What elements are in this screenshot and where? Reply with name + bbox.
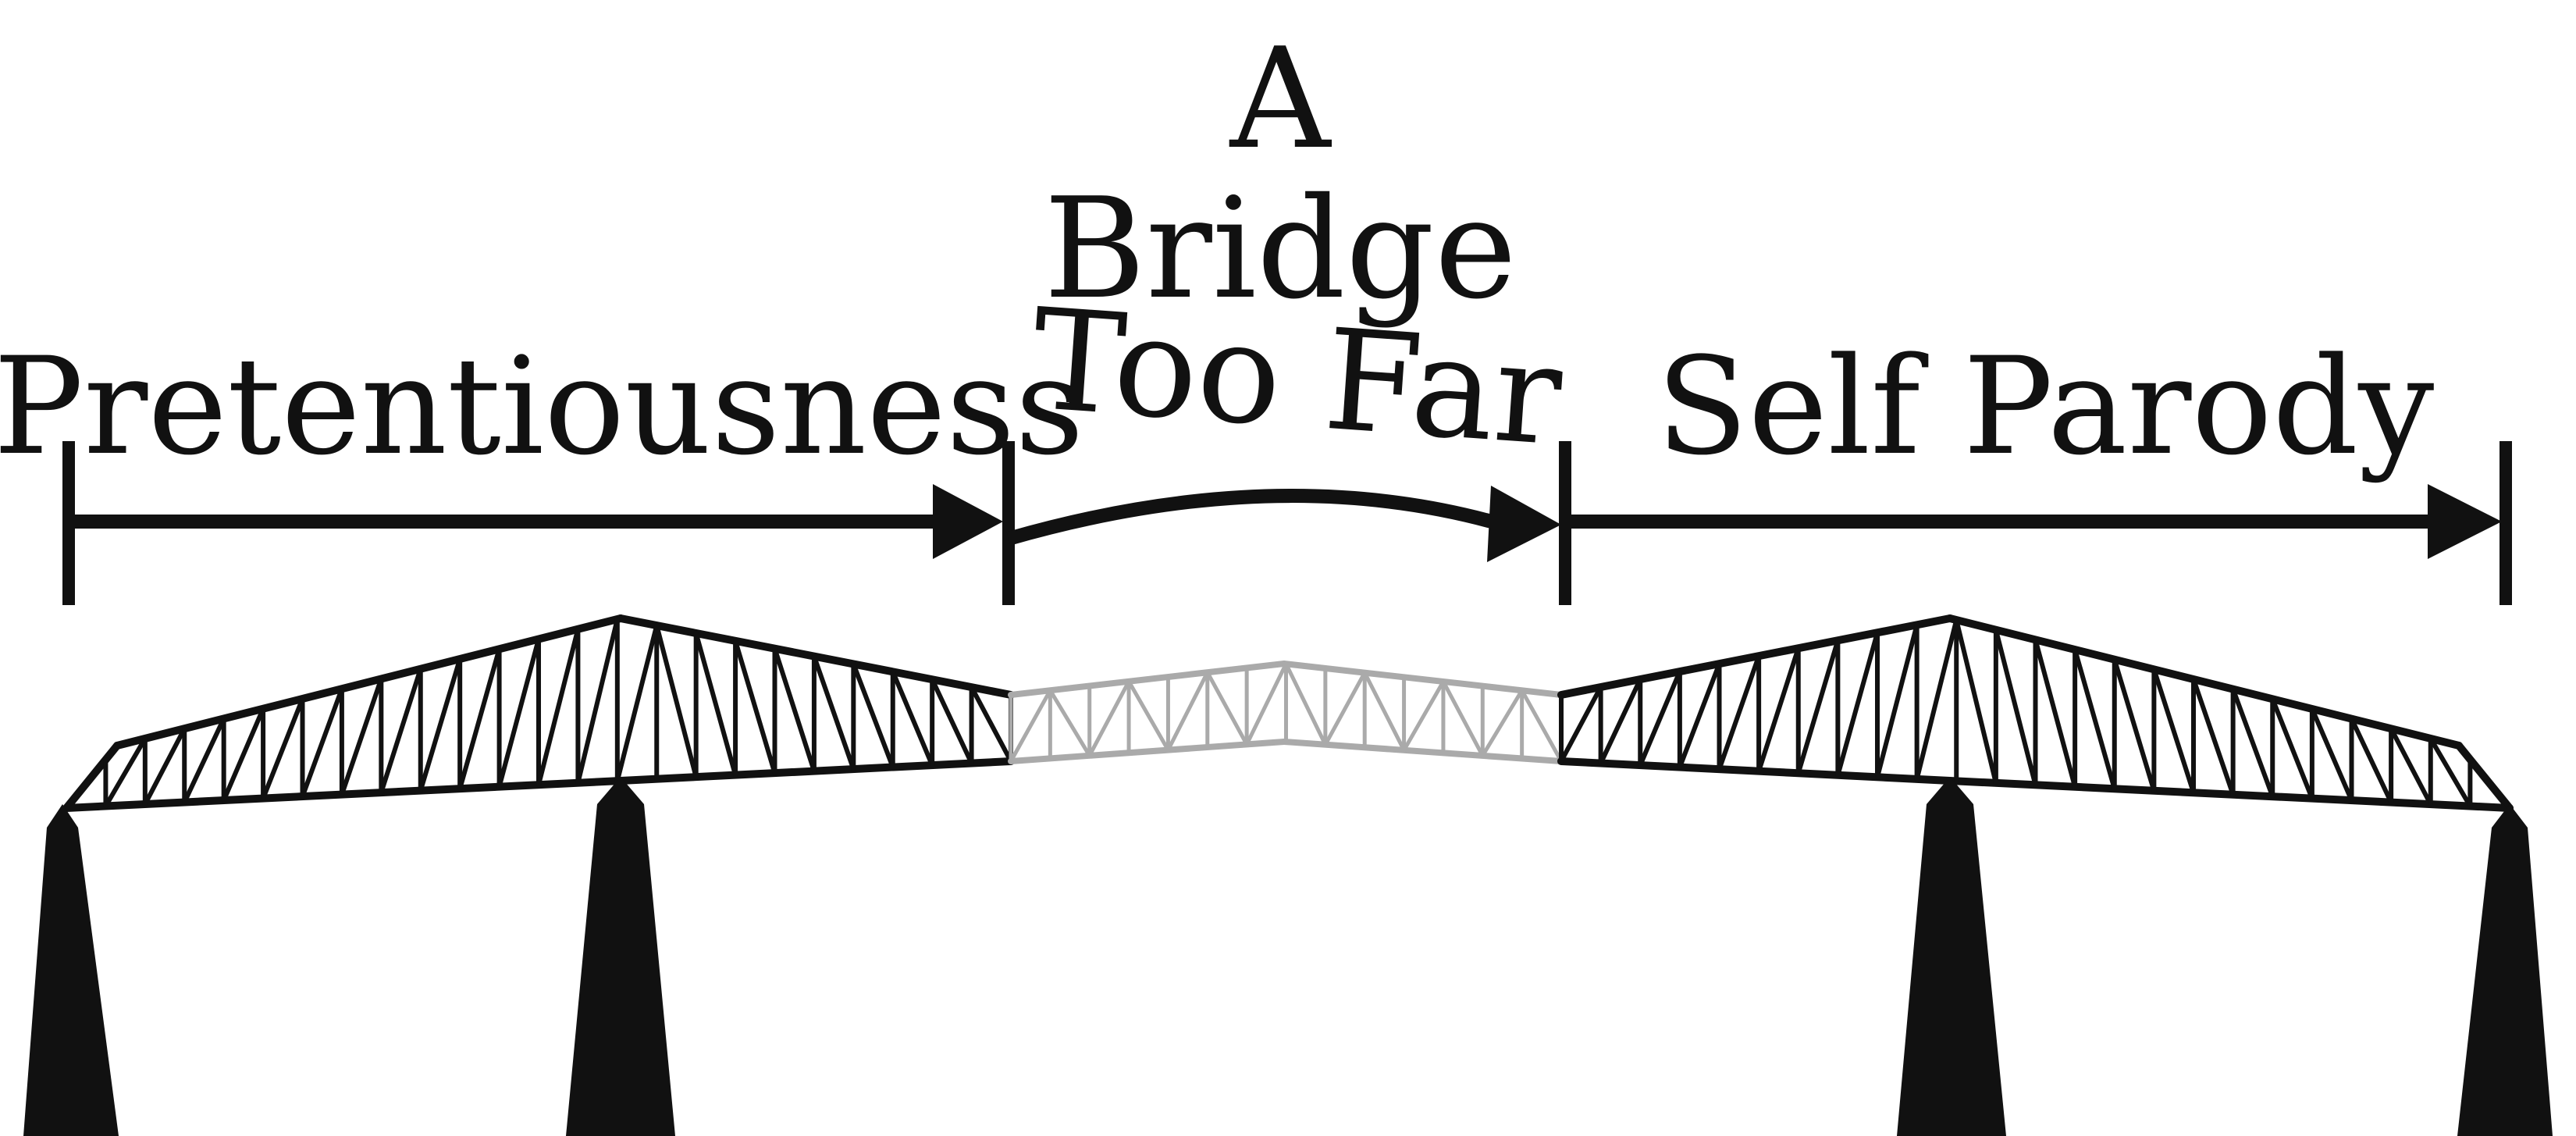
diagonal-member	[379, 666, 423, 796]
label-a: A	[1229, 18, 1332, 180]
diagonal-member	[2428, 735, 2473, 809]
diagonal-member	[1048, 688, 1092, 758]
diagonal-member	[1598, 677, 1643, 766]
pier-far-left	[23, 804, 119, 1136]
diagonal-member	[1875, 622, 1920, 780]
diagonal-member	[1559, 685, 1603, 764]
diagonal-member	[1244, 661, 1288, 746]
diagonal-member	[2191, 677, 2236, 797]
diagonal-member	[142, 726, 187, 807]
top-chord	[113, 614, 624, 750]
diagonal-member	[575, 617, 620, 785]
diagonal-member	[2230, 686, 2275, 799]
diagonal-member	[1087, 679, 1131, 758]
diagonal-member	[2467, 757, 2512, 810]
bottom-chord	[1946, 777, 2514, 812]
diagonal-member	[1480, 688, 1525, 758]
diagonal-member	[1520, 688, 1564, 764]
diagonal-member	[1638, 669, 1682, 768]
diagonal-member	[1795, 638, 1841, 776]
diagonal-member	[811, 653, 856, 772]
top-chord	[1946, 614, 2463, 750]
bridge-piers	[23, 777, 2553, 1136]
diagonal-member	[182, 716, 226, 805]
diagonal-member	[1362, 671, 1407, 753]
diagonal-member	[1914, 618, 1959, 782]
pier-right	[1897, 777, 2006, 1136]
diagonal-member	[496, 636, 541, 789]
diagonal-member	[221, 706, 266, 803]
diagonal-member	[1165, 670, 1210, 753]
diagonal-member	[1717, 653, 1762, 772]
top-chord	[1008, 661, 1287, 698]
label-too-far: Too Far	[1027, 279, 1567, 477]
diagonal-member	[339, 676, 384, 797]
diagonal-member	[614, 623, 660, 784]
top-chord	[1281, 661, 1564, 698]
diagonal-member	[1205, 670, 1249, 746]
diagonal-member	[1954, 618, 1998, 785]
suspended-span-truss	[1008, 661, 1564, 764]
diagonal-member	[733, 638, 777, 776]
diagonal-member	[654, 623, 699, 780]
diagonal-member	[64, 757, 109, 810]
right-arrowhead	[2428, 484, 2502, 559]
diagonal-member	[2309, 706, 2354, 803]
diagonal-member	[418, 657, 463, 793]
diagonal-member	[1677, 661, 1722, 770]
left-cantilever-truss	[62, 614, 1015, 812]
span-markers	[62, 441, 2512, 605]
diagonal-member	[2270, 696, 2314, 801]
pier-far-right	[2457, 804, 2553, 1136]
diagonal-member	[1402, 679, 1446, 753]
left-arrowhead	[933, 484, 1003, 559]
label-pretentiousness: Pretentiousness	[0, 328, 1084, 485]
label-self-parody: Self Parody	[1656, 328, 2435, 485]
middle-arc	[1006, 489, 1505, 546]
middle-arrowhead	[1487, 486, 1561, 562]
diagonal-member	[2073, 647, 2117, 792]
diagonal-member	[300, 686, 344, 799]
bottom-chord	[1008, 739, 1287, 764]
diagonal-member	[1009, 688, 1052, 764]
diagonal-member	[1441, 679, 1485, 758]
diagonal-member	[851, 661, 895, 770]
diagonal-member	[457, 646, 502, 792]
diagonal-member	[261, 696, 305, 801]
diagonal-member	[1284, 661, 1328, 747]
diagonal-member	[772, 646, 817, 774]
diagonal-member	[1126, 679, 1170, 753]
diagonal-member	[890, 669, 935, 768]
label-bridge: Bridge	[1044, 168, 1517, 329]
diagonal-member	[1756, 646, 1801, 774]
diagonal-member	[1835, 630, 1880, 778]
diagonal-member	[969, 685, 1013, 764]
top-chord	[1557, 614, 1954, 699]
diagonal-member	[1323, 671, 1367, 747]
diagonal-member	[1993, 627, 2038, 788]
bottom-chord	[1557, 757, 1954, 785]
diagonal-member	[536, 626, 581, 788]
diagonal-member	[2151, 667, 2196, 796]
diagonal-member	[2112, 657, 2157, 793]
diagonal-member	[103, 735, 148, 809]
diagonal-member	[693, 630, 738, 778]
diagonal-member	[2349, 716, 2394, 805]
diagonal-member	[930, 677, 974, 766]
diagonal-member	[2033, 637, 2078, 789]
bottom-chord	[1281, 739, 1564, 764]
right-cantilever-truss	[1557, 614, 2514, 812]
pier-left	[566, 777, 675, 1136]
diagonal-member	[2389, 726, 2433, 807]
